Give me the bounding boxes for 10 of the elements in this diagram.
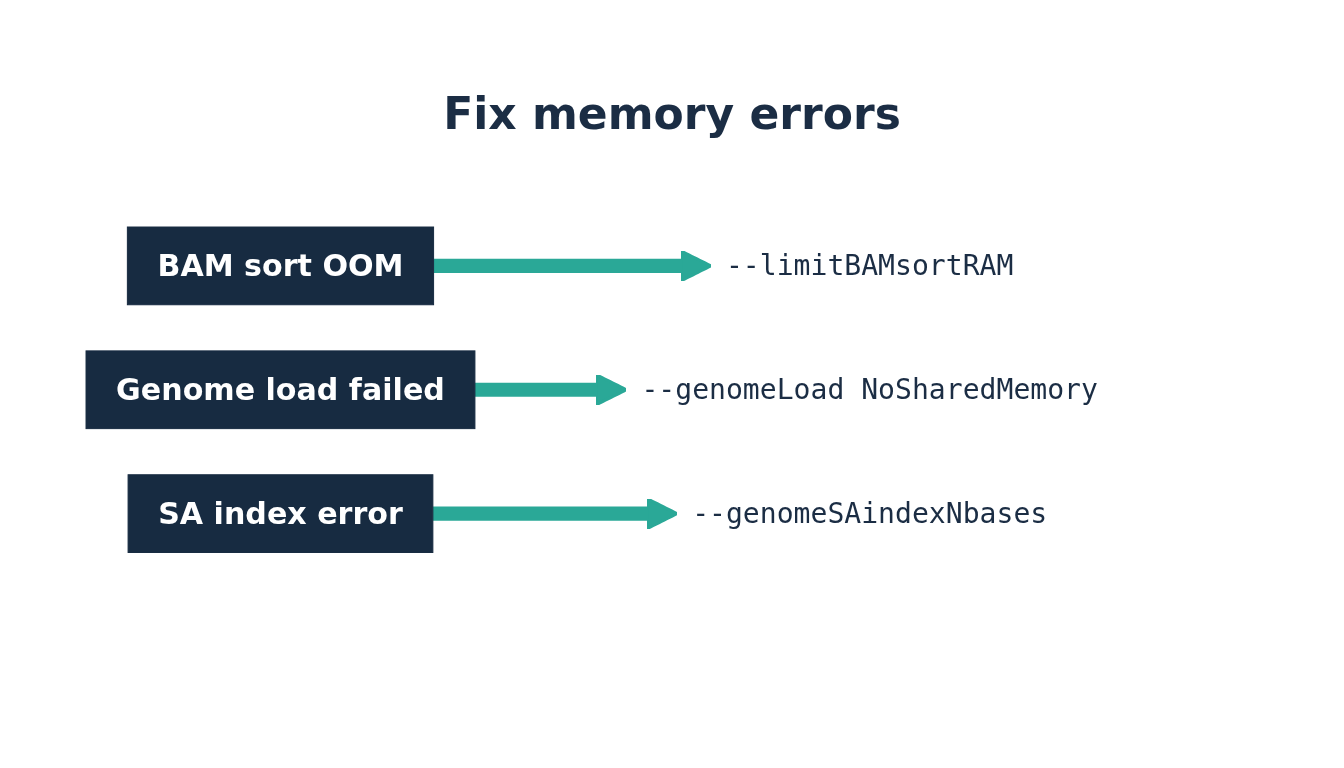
error-box: Genome load failed <box>85 350 476 430</box>
arrow <box>474 373 628 407</box>
arrow <box>433 249 713 283</box>
arrow <box>432 497 679 531</box>
code-text: --genomeSAindexNbases <box>692 497 1048 531</box>
code-text: --genomeLoad NoSharedMemory <box>641 373 1098 407</box>
title: Fix memory errors <box>443 88 901 141</box>
error-box: SA index error <box>127 474 434 554</box>
error-box: BAM sort OOM <box>126 226 435 306</box>
code-text: --limitBAMsortRAM <box>725 249 1014 283</box>
